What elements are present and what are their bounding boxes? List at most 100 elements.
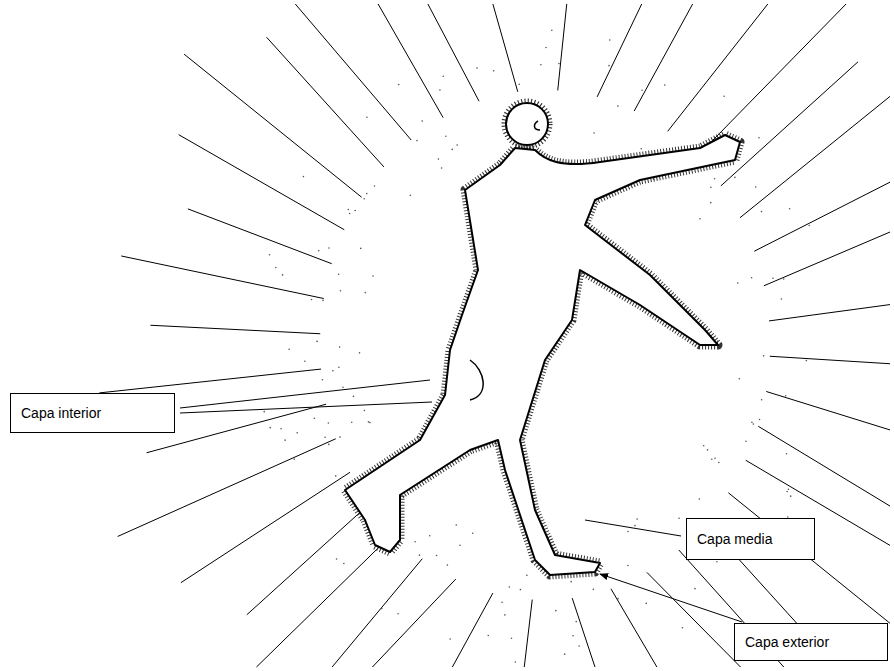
aura-ray — [770, 356, 890, 363]
aura-ray — [181, 472, 350, 582]
speckle — [759, 419, 761, 421]
speckle — [570, 581, 572, 583]
speckle — [311, 299, 313, 301]
speckle — [429, 535, 431, 537]
speckle — [439, 89, 441, 91]
speckle — [781, 298, 783, 300]
speckle — [451, 149, 453, 151]
speckle — [578, 645, 580, 647]
speckle — [421, 120, 423, 122]
speckle — [275, 267, 277, 269]
speckle — [269, 254, 271, 256]
speckle — [372, 275, 374, 277]
speckle — [360, 248, 362, 250]
speckle — [609, 39, 611, 41]
head-fuzz — [506, 103, 548, 145]
speckle — [699, 218, 701, 220]
speckle — [441, 167, 443, 169]
aura-ray — [378, 4, 443, 118]
speckle — [789, 208, 791, 210]
speckle — [416, 140, 418, 142]
aura-ray — [769, 305, 890, 321]
speckle — [641, 89, 643, 91]
speckle — [678, 517, 680, 519]
aura-ray — [558, 4, 567, 90]
speckle — [608, 65, 610, 67]
aura-ray — [247, 504, 369, 615]
speckle — [368, 421, 370, 423]
speckle — [564, 653, 566, 655]
speckle — [575, 621, 577, 623]
speckle — [349, 213, 351, 215]
speckle — [790, 495, 792, 497]
speckle — [540, 64, 542, 66]
speckle — [336, 558, 338, 560]
speckle — [436, 555, 438, 557]
speckle — [348, 209, 350, 211]
speckle — [783, 278, 785, 280]
speckle — [551, 29, 553, 31]
aura-ray — [758, 426, 890, 506]
aura-ray — [740, 96, 890, 217]
speckle — [511, 637, 513, 639]
speckle — [338, 274, 340, 276]
speckle — [634, 525, 636, 527]
speckle — [339, 436, 341, 438]
speckle — [710, 186, 712, 188]
speckle — [455, 524, 457, 526]
layer-label: Capa exterior — [745, 634, 829, 650]
speckle — [519, 84, 521, 86]
speckle — [366, 193, 368, 195]
speckle — [734, 177, 736, 179]
speckle — [636, 518, 638, 520]
layer-label: Capa media — [697, 531, 773, 547]
speckle — [711, 458, 713, 460]
speckle — [617, 105, 619, 107]
leader-line — [585, 520, 681, 536]
speckle — [328, 247, 330, 249]
speckle — [572, 635, 574, 637]
speckle — [293, 458, 295, 460]
speckle — [718, 462, 720, 464]
speckle — [786, 491, 788, 493]
speckle — [339, 346, 341, 348]
speckle — [737, 282, 739, 284]
speckle — [786, 453, 788, 455]
speckle — [342, 387, 344, 389]
speckle — [714, 457, 716, 459]
speckle — [351, 421, 353, 423]
aura-ray — [647, 572, 741, 667]
speckle — [645, 603, 647, 605]
speckle — [304, 360, 306, 362]
speckle — [445, 136, 447, 138]
leader-lines — [180, 380, 742, 622]
speckle — [627, 531, 629, 533]
speckle — [284, 439, 286, 441]
speckle — [296, 432, 298, 434]
speckle — [745, 441, 747, 443]
speckle — [593, 589, 595, 591]
speckle — [788, 488, 790, 490]
speckle — [772, 277, 774, 279]
speckle — [397, 613, 399, 615]
aura-ray — [493, 4, 518, 92]
speckle — [509, 586, 511, 588]
speckle — [526, 575, 528, 577]
speckle — [758, 137, 760, 139]
speckle — [354, 210, 356, 212]
speckle — [753, 423, 755, 425]
label-box: Capa exterior — [734, 623, 888, 661]
aura-ray — [99, 369, 321, 393]
speckle — [694, 588, 696, 590]
hip-line — [470, 360, 483, 400]
speckle — [558, 63, 560, 65]
aura-ray — [668, 4, 768, 131]
aura-fuzz — [345, 135, 740, 575]
speckle — [335, 475, 337, 477]
aura-ray — [597, 4, 642, 97]
speckle — [459, 544, 461, 546]
speckle — [398, 84, 400, 86]
speckle — [716, 561, 718, 563]
